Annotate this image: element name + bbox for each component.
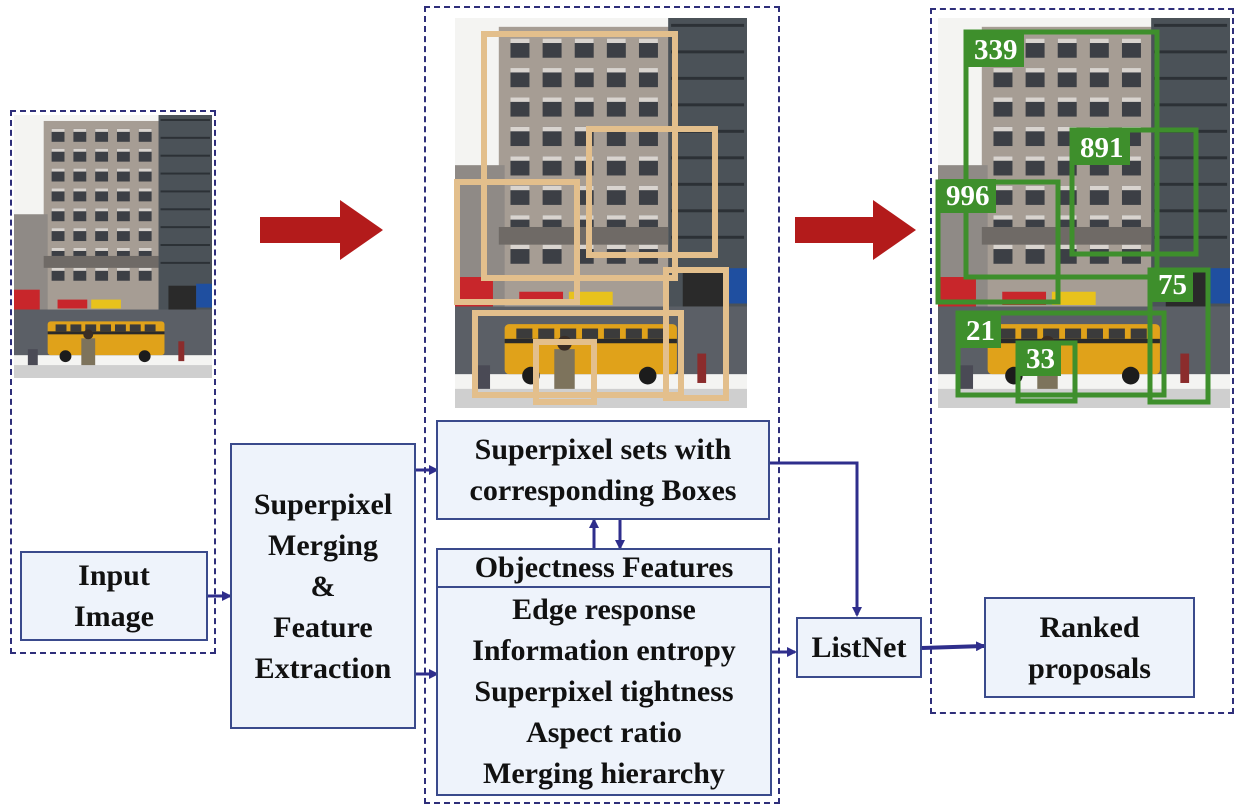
feature-item: Aspect ratio [526, 715, 682, 749]
process-line5: Extraction [254, 651, 392, 685]
ranked-proposals-box: Ranked proposals [984, 597, 1195, 698]
score-label: 891 [1074, 131, 1130, 165]
input-image-photo [14, 115, 212, 378]
feature-item: Edge response [512, 592, 696, 626]
ranked-image-photo [938, 18, 1230, 408]
score-label: 75 [1152, 268, 1193, 302]
red-arrow-right [795, 200, 916, 260]
features-list-box: Edge response Information entropy Superp… [436, 586, 772, 796]
score-label: 21 [960, 314, 1001, 348]
input-group-border [10, 110, 216, 654]
input-image-line2: Image [74, 600, 154, 633]
process-line4: Feature [273, 610, 373, 644]
arrow-superpixel-to-listnet [770, 461, 862, 617]
street-scene-art [14, 115, 212, 378]
superpixel-sets-line1: Superpixel sets with [474, 433, 732, 466]
score-label: 339 [968, 33, 1024, 67]
listnet-box: ListNet [796, 617, 922, 678]
score-label: 33 [1020, 342, 1061, 376]
feature-item: Superpixel tightness [474, 674, 734, 708]
process-line3: & [310, 569, 336, 603]
superpixel-merging-box: Superpixel Merging & Feature Extraction [230, 443, 416, 729]
ranked-line2: proposals [1028, 651, 1151, 685]
proposal-group-border [424, 6, 780, 804]
street-scene-art [455, 18, 747, 408]
superpixel-sets-box: Superpixel sets with corresponding Boxes [436, 420, 770, 520]
proposal-image-photo [455, 18, 747, 408]
input-image-line1: Input [78, 559, 150, 592]
output-group-border [930, 8, 1234, 714]
ranked-line1: Ranked [1039, 610, 1140, 644]
red-arrow-left [260, 200, 383, 260]
street-scene-art [938, 18, 1230, 408]
features-title: Objectness Features [474, 551, 734, 584]
listnet-label: ListNet [811, 631, 907, 664]
feature-item: Merging hierarchy [483, 756, 725, 790]
features-title-box: Objectness Features [436, 548, 772, 588]
score-label: 996 [940, 179, 996, 213]
superpixel-sets-line2: corresponding Boxes [469, 474, 737, 507]
feature-item: Information entropy [472, 633, 736, 667]
input-image-box: Input Image [20, 551, 208, 641]
process-line1: Superpixel [253, 487, 393, 521]
process-line2: Merging [268, 528, 378, 562]
